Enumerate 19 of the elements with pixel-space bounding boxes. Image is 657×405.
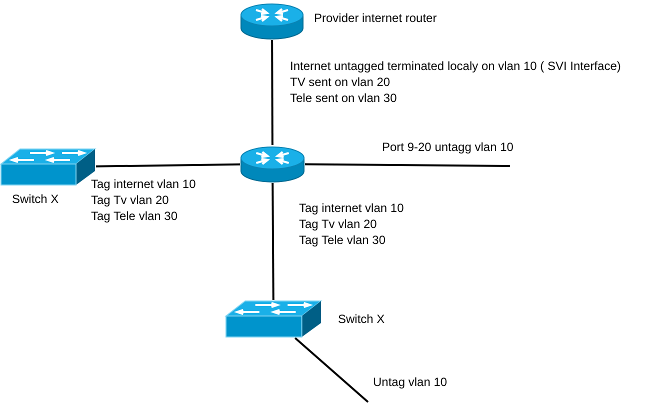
- cable-line: [272, 183, 274, 300]
- note-text: Tele sent on vlan 30: [290, 91, 397, 105]
- note-text: Internet untagged terminated localy on vlan 10 ( SVI Interface): [290, 59, 621, 73]
- note-text: Untag vlan 10: [373, 375, 448, 389]
- cable-line: [305, 163, 510, 167]
- note-text: Tag Tele vlan 30: [299, 233, 386, 247]
- note-text: Tag Tele vlan 30: [91, 209, 178, 223]
- cable-line: [271, 40, 274, 145]
- note-text: Tag internet vlan 10: [299, 201, 404, 215]
- device-label: Switch X: [12, 192, 59, 206]
- note-text: TV sent on vlan 20: [290, 75, 390, 89]
- device-label: Switch X: [338, 312, 385, 326]
- note-text: Port 9-20 untagg vlan 10: [382, 140, 514, 154]
- device-label: Provider internet router: [314, 11, 437, 25]
- cable-line: [294, 337, 369, 403]
- note-text: Tag Tv vlan 20: [299, 217, 377, 231]
- note-text: Tag Tv vlan 20: [91, 193, 169, 207]
- note-text: Tag internet vlan 10: [91, 177, 196, 191]
- cable-line: [96, 163, 240, 168]
